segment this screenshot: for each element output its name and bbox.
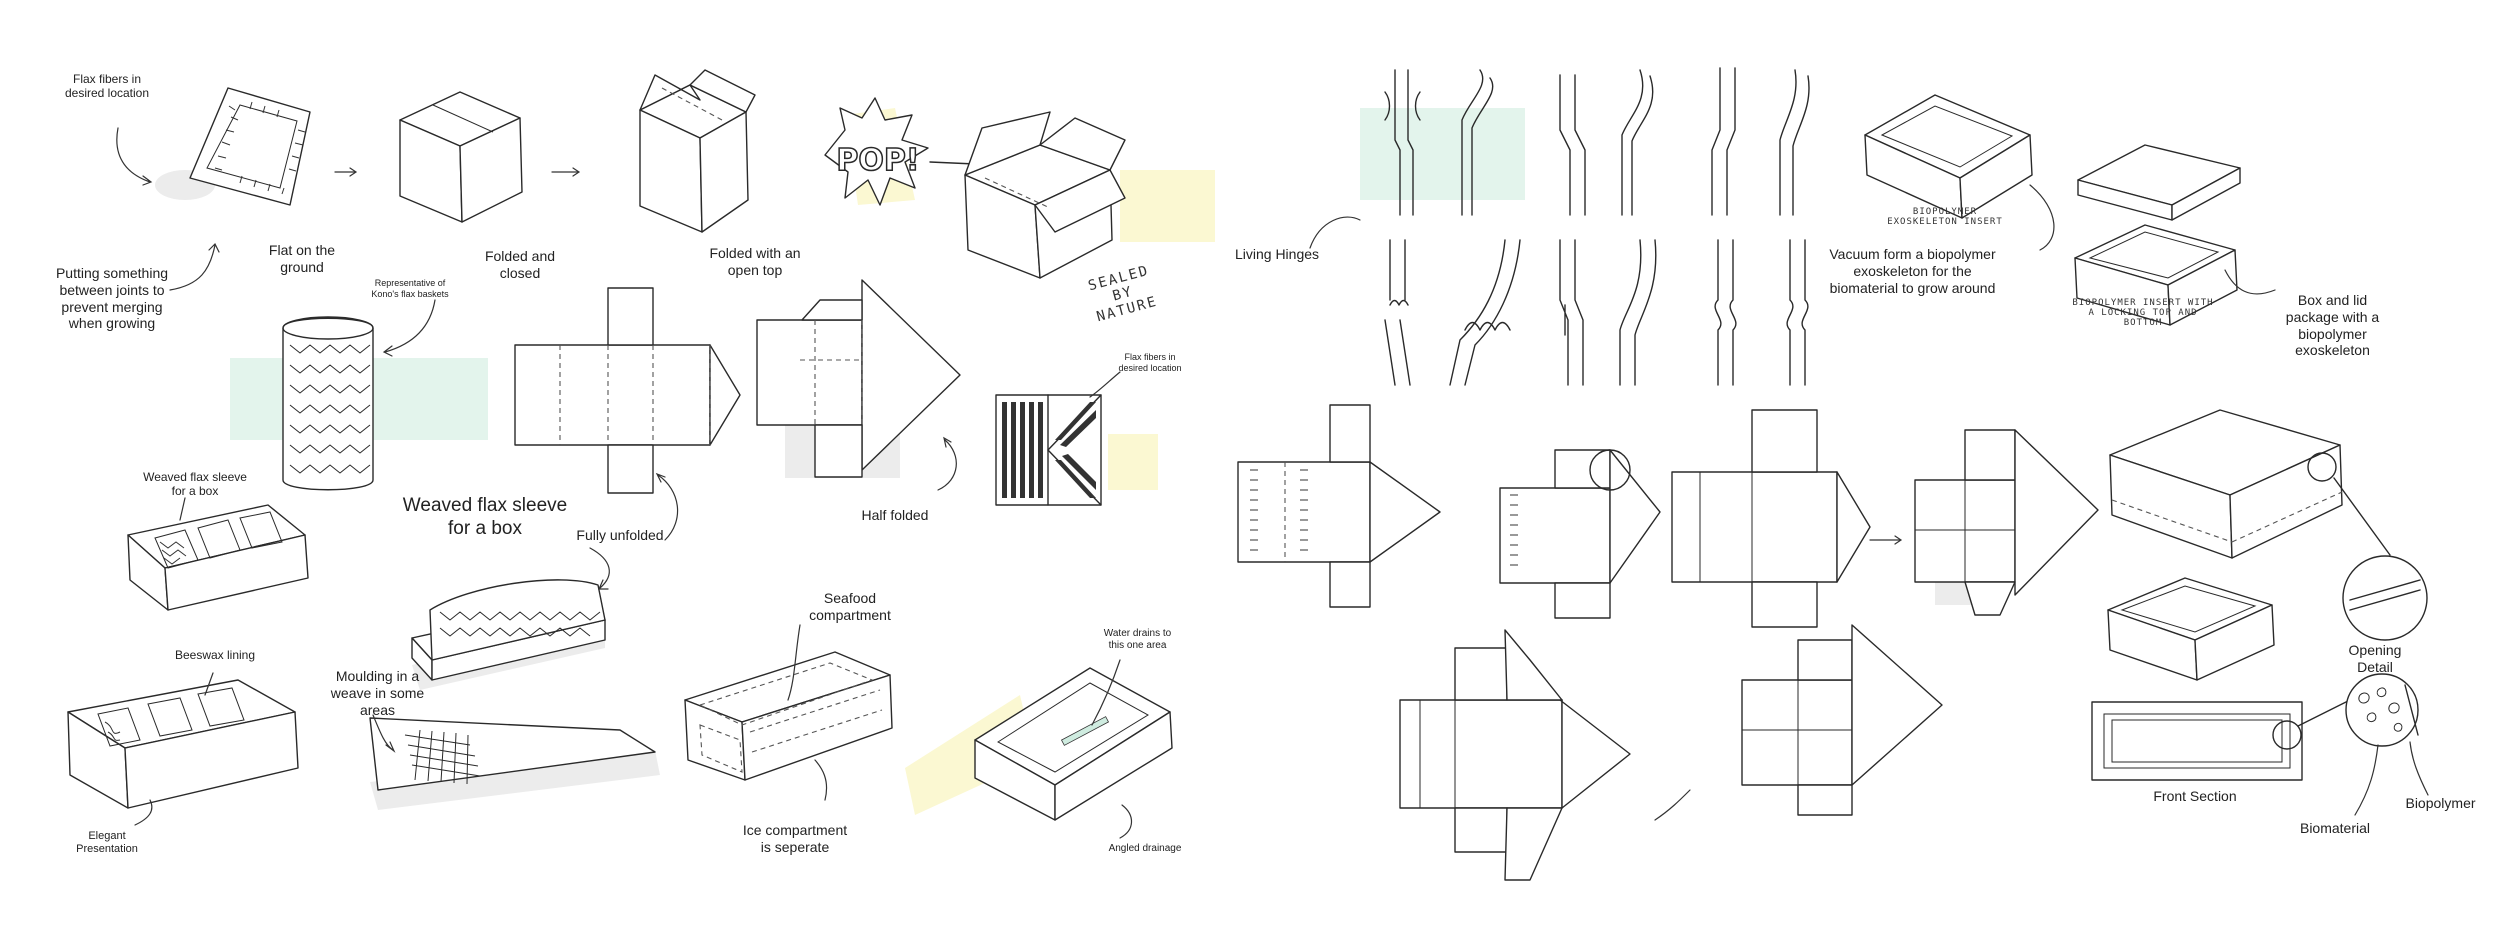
open-top-box-pop bbox=[964, 111, 1126, 279]
label-biomaterial: Biomaterial bbox=[2299, 820, 2371, 836]
wash-cream-openbox bbox=[1120, 170, 1215, 242]
wash-mint-hinges bbox=[1360, 108, 1525, 200]
wash-gray-moulding bbox=[370, 750, 660, 810]
label-flax-fibers: Flax fibers in desired location bbox=[64, 72, 150, 101]
label-flat-on-ground: Flat on the ground bbox=[268, 242, 336, 275]
compartment-box bbox=[684, 651, 893, 781]
label-half-folded: Half folded bbox=[861, 507, 929, 523]
pop-burst bbox=[824, 97, 929, 206]
label-vacuum-form: Vacuum form a biopolymer exoskeleton for… bbox=[1829, 246, 1996, 296]
label-biopolymer-exo-note: BIOPOLYMER EXOSKELETON INSERT bbox=[1887, 207, 2003, 227]
stitched-net-2 bbox=[1499, 449, 1661, 619]
label-elegant: Elegant Presentation bbox=[76, 830, 138, 856]
arrow-sleeve-large bbox=[589, 547, 610, 590]
arrow-putting-something bbox=[169, 242, 220, 291]
label-seafood: Seafood compartment bbox=[809, 590, 891, 623]
arrow-living-hinges bbox=[1309, 216, 1361, 249]
flat-net-bottom-2 bbox=[1741, 624, 1943, 816]
label-water-drains: Water drains to this one area bbox=[1103, 628, 1172, 651]
label-box-lid: Box and lid package with a biopolymer ex… bbox=[2285, 292, 2380, 359]
label-weaved-sleeve-large: Weaved flax sleeve for a box bbox=[402, 495, 568, 539]
arrow-weaved-sleeve bbox=[179, 497, 186, 521]
folding-net bbox=[1914, 429, 2099, 616]
label-biopolymer-insert-note: BIOPOLYMER INSERT WITH A LOCKING TOP AND… bbox=[2072, 298, 2214, 328]
flat-sheet-sketch bbox=[189, 87, 311, 206]
detail-circle-top bbox=[2307, 452, 2337, 482]
label-opening-detail: Opening Detail bbox=[2348, 642, 2402, 675]
arrow-bottom-mid bbox=[1654, 789, 1691, 821]
label-ice: Ice compartment is seperate bbox=[742, 822, 848, 855]
open-tray-lower bbox=[2107, 577, 2275, 681]
exoskeleton-tray bbox=[1864, 94, 2033, 219]
wash-cream-panel bbox=[1108, 434, 1158, 490]
arrow-water-drains bbox=[1091, 659, 1121, 726]
sleeve-on-box bbox=[411, 579, 606, 681]
arrow-box-lid bbox=[2224, 269, 2276, 295]
hinge-sketches bbox=[1384, 67, 1810, 386]
arrow-half-folded bbox=[937, 436, 957, 491]
front-section bbox=[2091, 699, 2351, 781]
pop-arrow-link bbox=[929, 161, 976, 165]
moulding-weave-sheet bbox=[369, 717, 656, 791]
arrow-vacuum bbox=[2029, 184, 2055, 251]
arrow-flax-square bbox=[1089, 371, 1121, 398]
large-box-closed bbox=[2109, 409, 2343, 559]
arrow-fully-unfolded bbox=[655, 472, 679, 541]
label-putting-something: Putting something between joints to prev… bbox=[55, 265, 169, 332]
tray-beeswax bbox=[67, 679, 299, 809]
label-representative: Representative of Kono's flax baskets bbox=[371, 278, 449, 299]
arrow-moulding bbox=[372, 714, 396, 753]
arrow-flax-fibers bbox=[116, 127, 153, 186]
arrow-ice bbox=[814, 759, 828, 801]
arrow-flat-to-folded bbox=[334, 167, 358, 177]
stitched-net bbox=[1237, 404, 1441, 608]
arrow-elegant bbox=[134, 799, 153, 826]
label-weaved-sleeve-small: Weaved flax sleeve for a box bbox=[143, 470, 247, 499]
tray-weaved-sleeve bbox=[127, 504, 309, 611]
arrow-seafood bbox=[787, 624, 801, 701]
folded-closed-box bbox=[399, 91, 523, 223]
label-beeswax: Beeswax lining bbox=[174, 648, 256, 662]
flat-net-bottom-1 bbox=[1399, 629, 1631, 881]
drainage-tray bbox=[974, 667, 1173, 821]
arrow-beeswax bbox=[204, 672, 214, 696]
label-angled-drainage: Angled drainage bbox=[1108, 843, 1182, 854]
label-flax-fibers-small: Flax fibers in desired location bbox=[1118, 352, 1182, 373]
label-biopolymer: Biopolymer bbox=[2405, 795, 2476, 811]
label-moulding: Moulding in a weave in some areas bbox=[330, 668, 425, 718]
arrow-representative bbox=[382, 299, 436, 357]
flat-net-large bbox=[1671, 409, 1871, 628]
label-front-section: Front Section bbox=[2153, 788, 2237, 804]
opening-detail-circle bbox=[2342, 555, 2428, 641]
label-folded-closed: Folded and closed bbox=[484, 248, 556, 281]
arrow-angled-drainage bbox=[1119, 804, 1133, 839]
arrow-biomaterial bbox=[2354, 744, 2379, 816]
folded-open-box bbox=[639, 69, 756, 233]
arrow-closed-to-open bbox=[551, 167, 581, 177]
label-fully-unfolded: Fully unfolded bbox=[576, 527, 664, 543]
pop-text: POP! bbox=[836, 143, 919, 178]
label-folded-open: Folded with an open top bbox=[709, 245, 801, 278]
half-folded-net bbox=[756, 279, 961, 478]
arrow-net-to-fold bbox=[1869, 535, 1903, 545]
woven-basket bbox=[282, 316, 374, 491]
fully-unfolded-net bbox=[514, 287, 741, 494]
arrow-biopolymer bbox=[2409, 741, 2429, 796]
biomaterial-detail-circle bbox=[2345, 673, 2419, 747]
label-living-hinges: Living Hinges bbox=[1234, 246, 1320, 262]
box-and-lid bbox=[2074, 144, 2241, 326]
flax-fiber-square bbox=[995, 394, 1102, 506]
detail-line-top bbox=[2333, 477, 2391, 556]
